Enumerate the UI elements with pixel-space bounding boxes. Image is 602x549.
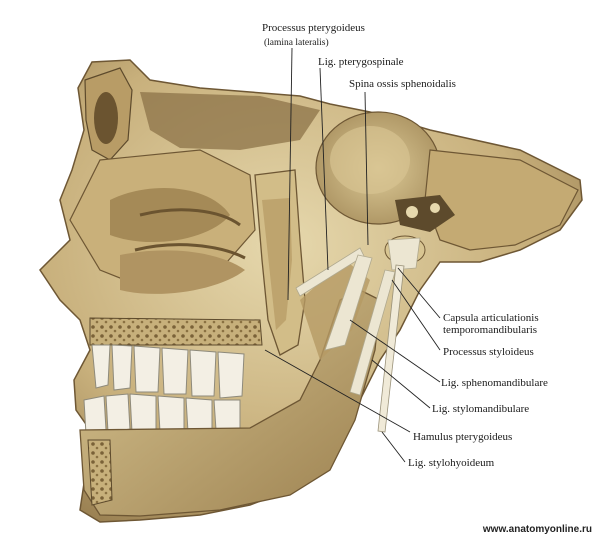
label-spina-ossis-sphenoidalis: Spina ossis sphenoidalis <box>349 78 456 90</box>
label-lig-pterygospinale: Lig. pterygospinale <box>318 56 404 68</box>
mandible <box>79 289 381 517</box>
watermark: www.anatomyonline.ru <box>482 524 592 535</box>
lig-sphenomandibulare-band <box>324 254 373 351</box>
label-hamulus-pterygoideus: Hamulus pterygoideus <box>413 431 513 443</box>
label-capsula-line2: temporomandibularis <box>443 324 538 336</box>
label-processus-styloideus: Processus styloideus <box>443 346 534 358</box>
label-lig-stylohyoideum: Lig. stylohyoideum <box>408 457 495 469</box>
label-lig-stylomandibulare: Lig. stylomandibulare <box>432 403 530 415</box>
label-lig-sphenomandibulare: Lig. sphenomandibulare <box>441 377 548 389</box>
ligaments <box>295 237 421 396</box>
label-lamina-lateralis: (lamina lateralis) <box>264 38 329 48</box>
palate-section <box>89 317 263 346</box>
cranial-cavity <box>140 92 320 150</box>
temporal-bone <box>424 149 579 251</box>
label-processus-pterygoideus: Processus pterygoideus <box>262 22 365 34</box>
upper-teeth <box>91 344 245 399</box>
leader-lines <box>264 47 441 463</box>
lower-teeth <box>83 393 241 435</box>
lig-stylomandibulare-band <box>349 269 396 396</box>
capsule-band <box>387 237 421 271</box>
label-capsula-line1: Capsula articulationis <box>443 312 539 324</box>
